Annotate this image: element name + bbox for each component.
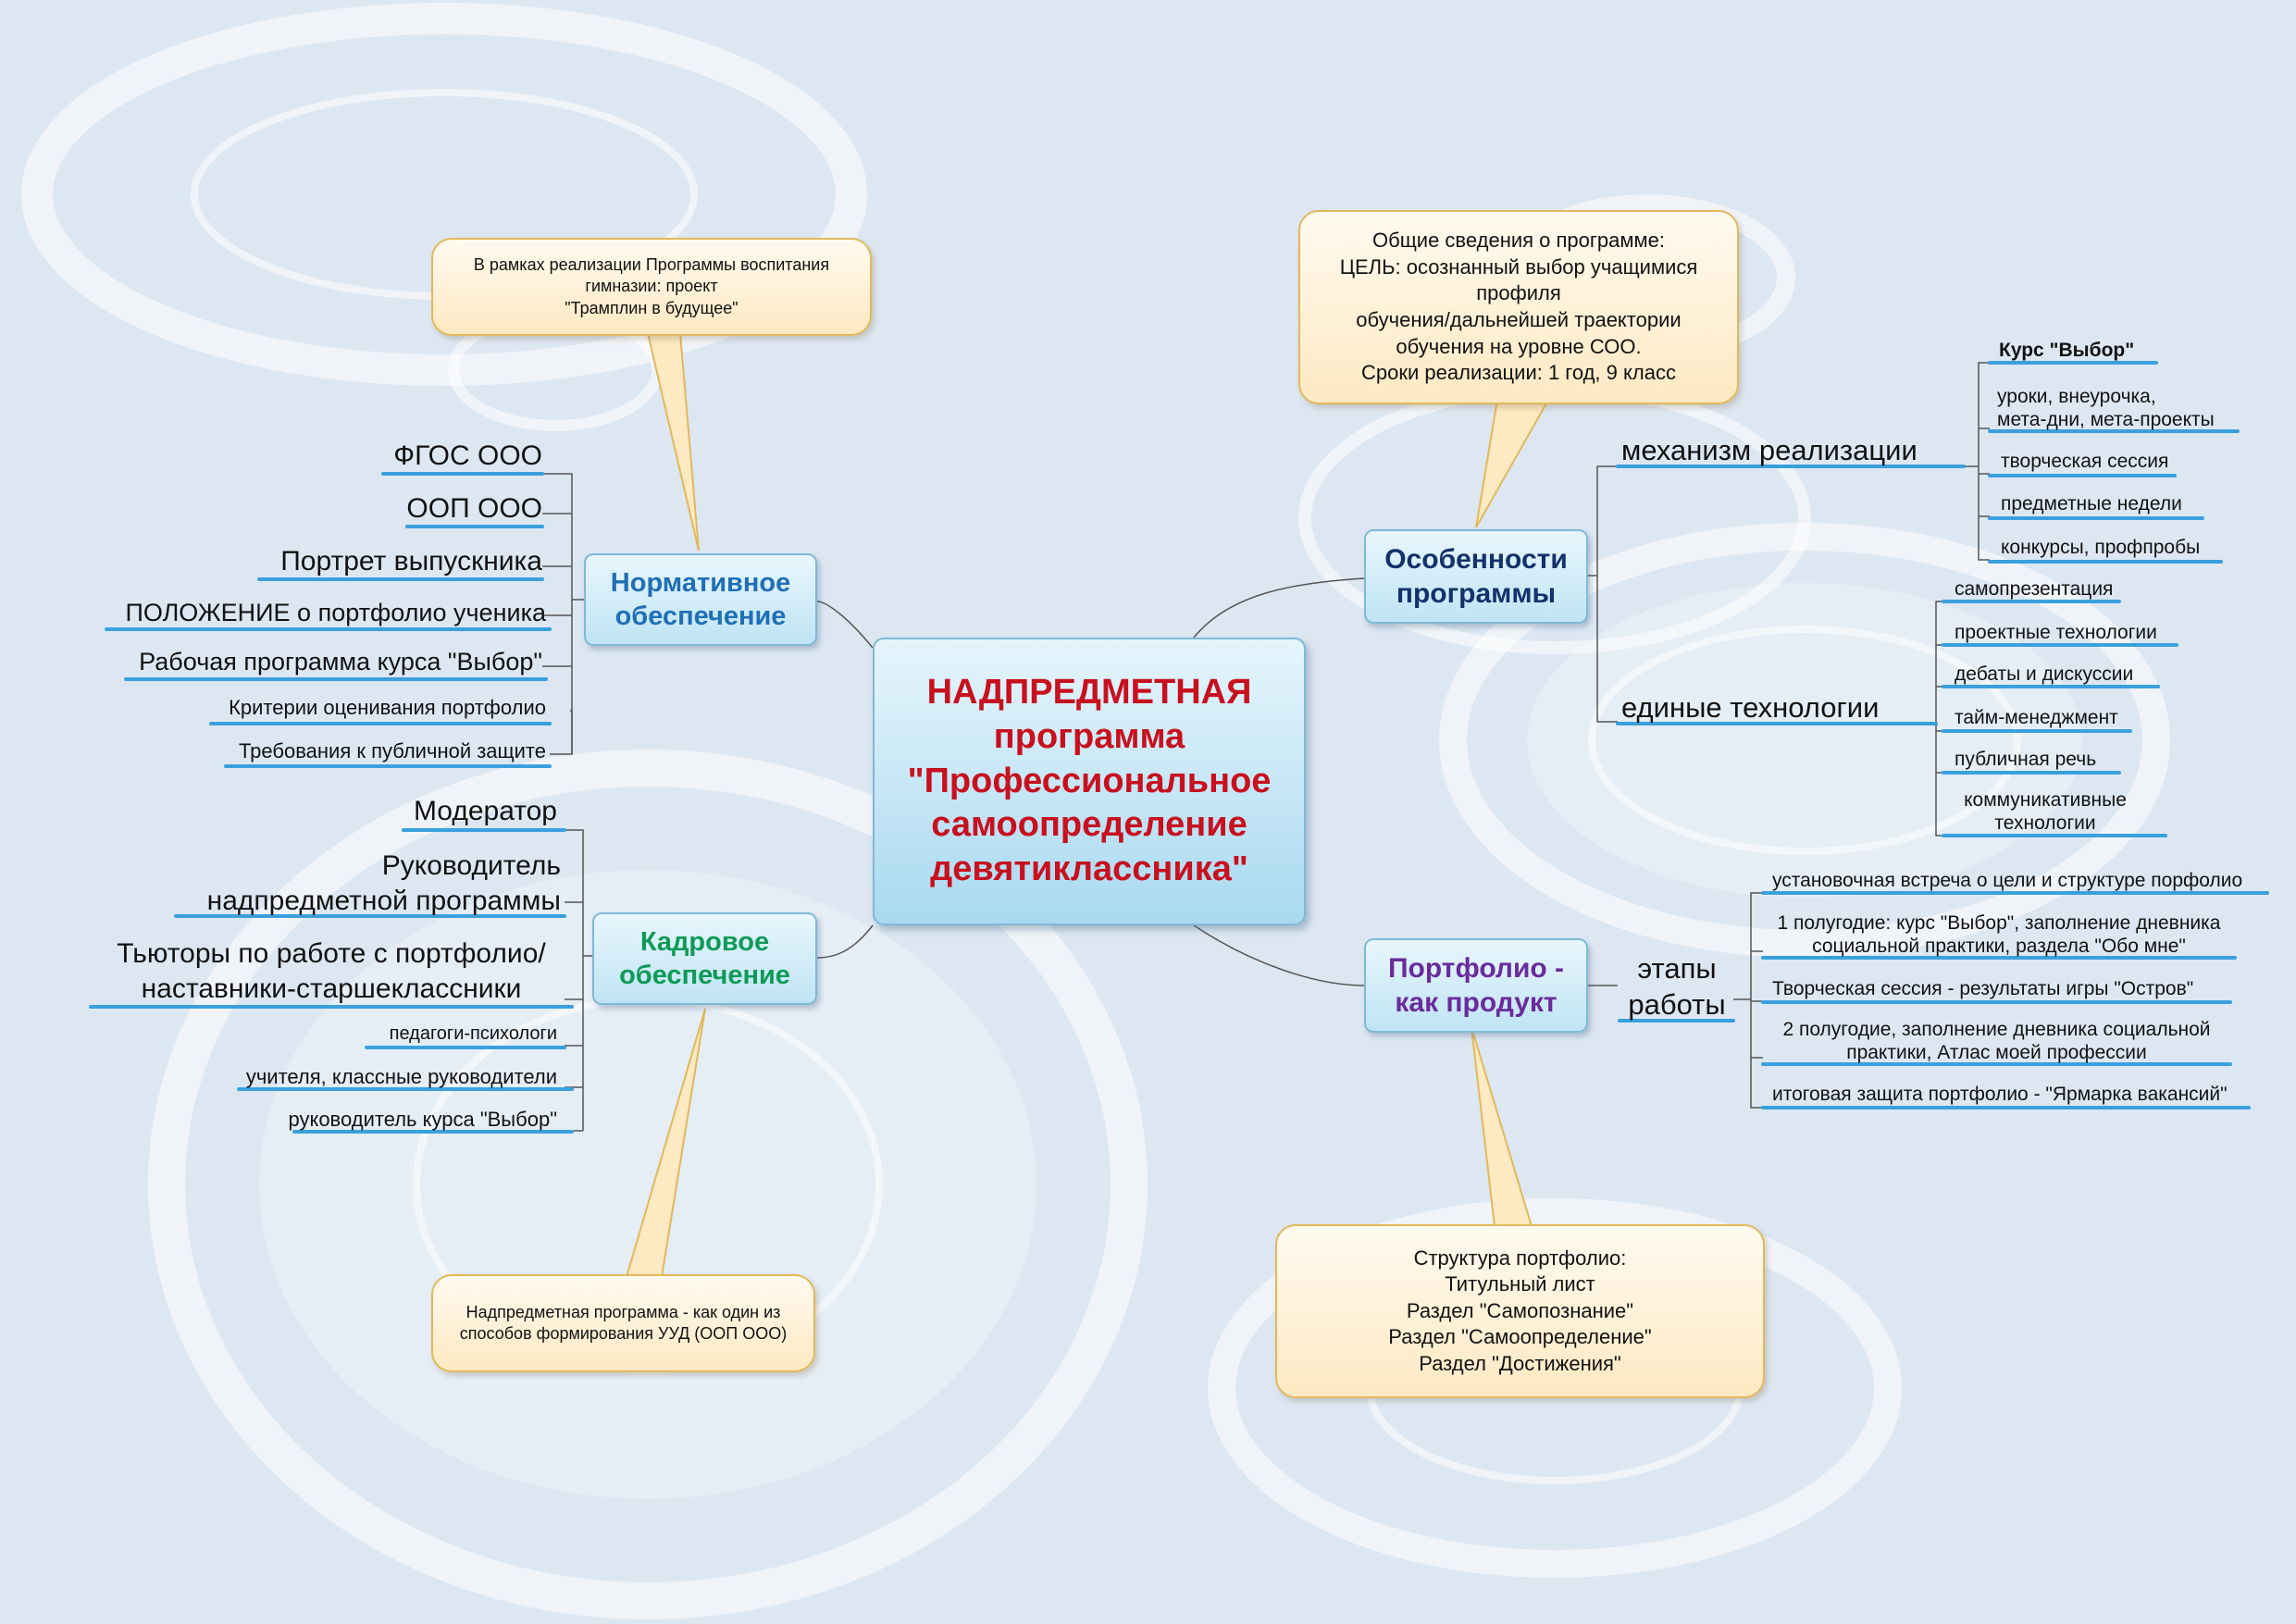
tech-item-comm: коммуникативные технологии	[1943, 788, 2147, 835]
callout-uud: Надпредметная программа - как один из сп…	[431, 1274, 815, 1372]
staff-item-course-head: руководитель курса "Выбор"	[288, 1108, 557, 1131]
stage-item-3: Творческая сессия - результаты игры "Ост…	[1772, 978, 2194, 999]
topic-staff-line-2: обеспечение	[619, 961, 790, 990]
mechanism-item-lessons-line-2: мета-дни, мета-проекты	[1997, 409, 2215, 431]
staff-item-tutors-line-2: наставники-старшеклассники	[141, 973, 522, 1004]
normative-item-2: ООП ООО	[406, 493, 542, 524]
staff-item-head: Руководитель надпредметной программы	[207, 849, 561, 918]
stage-item-2-line-2: социальной практики, раздела "Обо мне"	[1812, 936, 2186, 958]
topic-portfolio-line-1: Портфолио -	[1387, 952, 1565, 984]
staff-item-head-line-2: надпредметной программы	[206, 885, 561, 916]
mechanism-item-lessons: уроки, внеурочка, мета-дни, мета-проекты	[1997, 385, 2215, 431]
staff-item-tutors-line-1: Тьюторы по работе с портфолио/	[117, 938, 546, 969]
stage-item-4: 2 полугодие, заполнение дневника социаль…	[1763, 1018, 2230, 1064]
stage-item-4-line-1: 2 полугодие, заполнение дневника социаль…	[1782, 1019, 2211, 1040]
central-line-3: "Профессиональное	[907, 761, 1272, 800]
tech-item-speech: публичная речь	[1955, 749, 2097, 770]
normative-item-5: Рабочая программа курса "Выбор"	[139, 648, 542, 676]
stage-item-4-line-2: практики, Атлас моей профессии	[1846, 1042, 2147, 1064]
normative-item-4: ПОЛОЖЕНИЕ о портфолио ученика	[125, 599, 546, 626]
topic-normative-line-2: обеспечение	[614, 601, 787, 631]
stages-label-line-1: этапы	[1637, 952, 1717, 985]
callout-structure: Структура портфолио: Титульный лист Разд…	[1275, 1224, 1765, 1398]
tech-item-debates: дебаты и дискуссии	[1955, 663, 2134, 685]
central-line-1: НАДПРЕДМЕТНАЯ	[926, 672, 1252, 712]
topic-staff: Кадровое обеспечение	[592, 912, 817, 1005]
staff-item-psychologists: педагоги-психологи	[389, 1023, 557, 1044]
normative-item-6: Критерии оценивания портфолио	[229, 696, 546, 719]
central-topic: НАДПРЕДМЕТНАЯ программа "Профессионально…	[873, 638, 1306, 925]
topic-features-line-1: Особенности	[1384, 543, 1568, 575]
staff-item-moderator: Модератор	[413, 796, 557, 826]
central-line-2: программа	[993, 716, 1185, 756]
staff-item-head-line-1: Руководитель	[381, 850, 561, 881]
topic-features-line-2: программы	[1396, 578, 1557, 609]
normative-item-7: Требования к публичной защите	[238, 739, 546, 762]
normative-item-1: ФГОС ООО	[393, 440, 542, 471]
mechanism-item-weeks: предметные недели	[2001, 493, 2182, 514]
mechanism-item-lessons-line-1: уроки, внеурочка,	[1997, 386, 2156, 407]
topic-portfolio: Портфолио - как продукт	[1364, 938, 1588, 1033]
topic-staff-line-1: Кадровое	[639, 926, 770, 957]
central-line-4: самоопределение	[931, 805, 1247, 845]
staff-item-teachers: учителя, классные руководители	[245, 1065, 557, 1088]
stage-item-2: 1 полугодие: курс "Выбор", заполнение дн…	[1763, 911, 2235, 958]
mechanism-label: механизм реализации	[1621, 434, 1917, 466]
mechanism-item-course: Курс "Выбор"	[1999, 340, 2135, 361]
topic-normative: Нормативное обеспечение	[584, 553, 817, 646]
callout-general: Общие сведения о программе: ЦЕЛЬ: осозна…	[1298, 210, 1739, 404]
tech-item-project: проектные технологии	[1955, 622, 2157, 643]
stage-item-5: итоговая защита портфолио - "Ярмарка вак…	[1772, 1084, 2228, 1105]
mechanism-item-session: творческая сессия	[2001, 451, 2169, 472]
stages-label-line-2: работы	[1628, 987, 1726, 1021]
mechanism-item-contests: конкурсы, профпробы	[2001, 537, 2201, 558]
stage-item-2-line-1: 1 полугодие: курс "Выбор", заполнение дн…	[1777, 912, 2221, 934]
normative-item-3: Портрет выпускника	[280, 546, 542, 576]
stages-label: этапы работы	[1621, 951, 1732, 1023]
staff-item-tutors: Тьюторы по работе с портфолио/ наставник…	[91, 936, 572, 1006]
callout-program: В рамках реализации Программы воспитания…	[431, 238, 872, 336]
stage-item-1: установочная встреча о цели и структуре …	[1772, 870, 2243, 891]
topic-portfolio-line-2: как продукт	[1395, 987, 1558, 1018]
tech-label: единые технологии	[1621, 691, 1880, 724]
tech-item-comm-line-2: технологии	[1994, 812, 2096, 835]
topic-features: Особенности программы	[1364, 529, 1588, 624]
central-line-5: девятиклассника"	[930, 849, 1248, 889]
topic-normative-line-1: Нормативное	[610, 567, 791, 598]
tech-item-time: тайм-менеджмент	[1955, 707, 2118, 728]
tech-item-comm-line-1: коммуникативные	[1964, 789, 2127, 811]
tech-item-selfpres: самопрезентация	[1955, 578, 2114, 600]
